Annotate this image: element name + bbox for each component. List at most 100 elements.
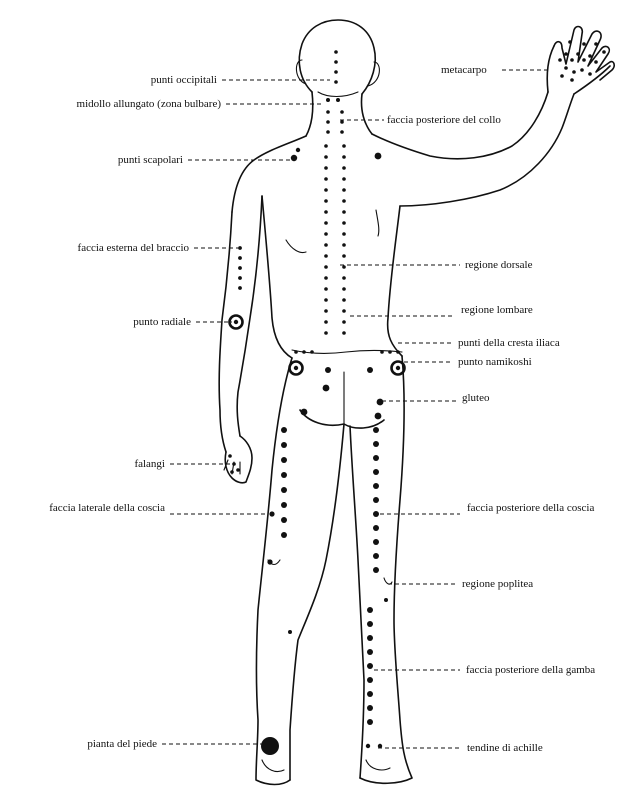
iliac-point — [310, 350, 314, 354]
left-hand — [224, 435, 253, 484]
spine-point — [324, 265, 328, 269]
neck-left — [305, 91, 314, 137]
left-shoulder — [231, 135, 307, 213]
medulla-point — [336, 98, 340, 102]
metacarpal-point — [582, 42, 586, 46]
spine-point — [324, 166, 328, 170]
metacarpal-point — [580, 68, 584, 72]
outer-arm-point — [238, 266, 242, 270]
metacarpal-point — [588, 72, 592, 76]
spine-point — [342, 221, 346, 225]
back-thigh-point — [373, 567, 379, 573]
metacarpal-point — [560, 74, 564, 78]
spine-point — [324, 144, 328, 148]
metacarpal-point — [570, 58, 574, 62]
spine-point — [342, 254, 346, 258]
spine-point — [324, 276, 328, 280]
metacarpal-point — [588, 54, 592, 58]
spine-point — [342, 210, 346, 214]
namikoshi-point-left — [288, 360, 304, 376]
spine-point — [324, 320, 328, 324]
outer-arm-point — [238, 246, 242, 250]
outer-arm-point — [238, 256, 242, 260]
right-leg-outer — [359, 355, 413, 785]
occipital-point — [334, 70, 338, 74]
spine-point — [324, 298, 328, 302]
knee-point — [384, 598, 388, 602]
spine-point — [342, 232, 346, 236]
left-thigh-point — [281, 487, 287, 493]
label-lateral-thigh: faccia laterale della coscia — [49, 502, 165, 514]
metacarpal-point — [558, 58, 562, 62]
back-leg-point — [367, 705, 373, 711]
phalanx-point — [236, 468, 240, 472]
occipital-point — [334, 80, 338, 84]
spine-point — [342, 243, 346, 247]
scapula-right — [375, 209, 380, 237]
leader-lines — [162, 69, 548, 749]
spine-point — [342, 177, 346, 181]
body-outline — [218, 19, 615, 786]
back-thigh-point — [373, 483, 379, 489]
left-thigh-point — [281, 457, 287, 463]
torso-left — [261, 195, 293, 359]
namikoshi-point-left-center — [293, 365, 299, 371]
label-metacarpus: metacarpo — [441, 64, 487, 76]
spine-point — [324, 155, 328, 159]
label-outer-arm: faccia esterna del braccio — [78, 242, 190, 254]
left-leg-inner — [289, 423, 345, 781]
spine-point — [324, 221, 328, 225]
phalanx-point — [232, 462, 236, 466]
iliac-point — [396, 350, 400, 354]
spine-point — [324, 254, 328, 258]
spine-point — [324, 188, 328, 192]
label-achilles: tendine di achille — [467, 742, 543, 754]
right-knee-crease — [383, 577, 393, 585]
knee-point — [288, 630, 292, 634]
left-arm-outer — [218, 211, 233, 453]
buttocks — [299, 409, 385, 429]
metacarpal-point — [572, 70, 576, 74]
spine-point — [324, 199, 328, 203]
back-thigh-point — [373, 511, 379, 517]
back-thigh-point — [373, 553, 379, 559]
label-radial: punto radiale — [133, 316, 191, 328]
back-leg-point — [367, 677, 373, 683]
spine-point — [324, 243, 328, 247]
metacarpal-point — [570, 78, 574, 82]
gluteus-point — [376, 398, 384, 406]
lateral-thigh-point — [267, 559, 273, 565]
iliac-point — [380, 350, 384, 354]
phalanx-point — [230, 470, 234, 474]
left-thigh-point — [281, 502, 287, 508]
lateral-thigh-point — [269, 511, 275, 517]
left-thigh-point — [281, 532, 287, 538]
left-heel — [261, 759, 285, 773]
spine-point — [342, 276, 346, 280]
outer-arm-point — [238, 286, 242, 290]
outer-arm-point — [238, 276, 242, 280]
label-iliac: punti della cresta iliaca — [458, 337, 560, 349]
metacarpal-point — [568, 40, 572, 44]
neck-point — [326, 130, 330, 134]
back-leg-point — [367, 691, 373, 697]
achilles-point — [377, 743, 383, 749]
neck-right — [360, 93, 373, 135]
back-leg-point — [367, 635, 373, 641]
gluteus-point — [374, 412, 382, 420]
spine-point — [324, 287, 328, 291]
neck-point — [340, 130, 344, 134]
metacarpal-point — [602, 50, 606, 54]
achilles-point — [365, 743, 371, 749]
gluteus-point — [322, 384, 330, 392]
scapula-left — [285, 239, 307, 254]
label-back-thigh: faccia posteriore della coscia — [467, 502, 594, 514]
radial-point — [228, 314, 244, 330]
label-namikoshi: punto namikoshi — [458, 356, 532, 368]
left-thigh-point — [281, 427, 287, 433]
namikoshi-point-right — [390, 360, 406, 376]
label-back-leg: faccia posteriore della gamba — [466, 664, 595, 676]
labels: punti occipitali midollo allungato (zona… — [49, 64, 595, 754]
occipital-point — [334, 60, 338, 64]
